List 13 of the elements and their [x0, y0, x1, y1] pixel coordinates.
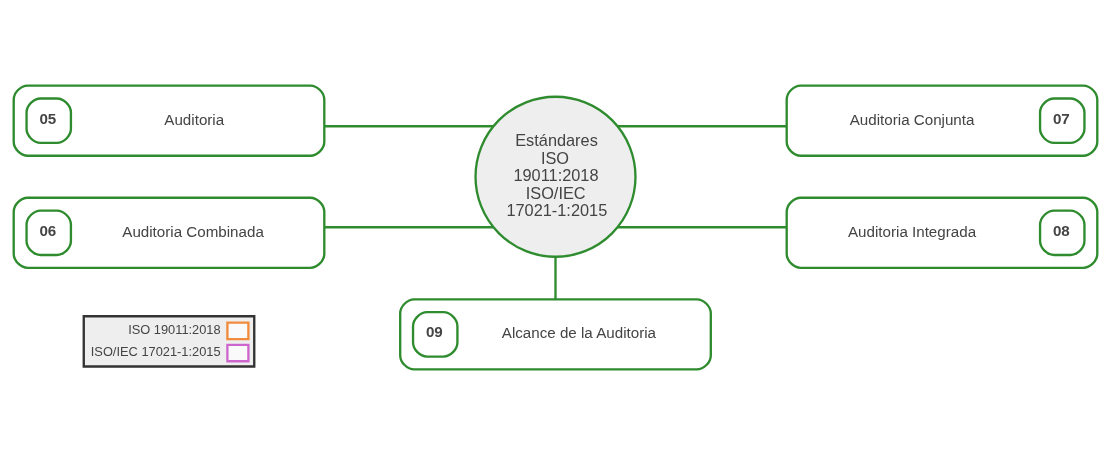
connector [324, 226, 494, 229]
connector [617, 226, 787, 229]
node-box: Auditoria Conjunta 07 [785, 84, 1099, 157]
legend-label: ISO 19011:2018 [128, 322, 221, 338]
node-circle: Estándares ISO 19011:2018 ISO/IEC 17021-1:2015 [474, 95, 637, 258]
legend-label: ISO/IEC 17021-1:2015 [90, 344, 221, 360]
node-box: Auditoria Integrada 08 [785, 196, 1099, 269]
node-box: 06 Auditoria Combinada [12, 196, 326, 269]
node-box: 05 Auditoria [12, 84, 326, 157]
connector [324, 125, 494, 128]
node-box: 09 Alcance de la Auditoria [399, 298, 712, 371]
connector [617, 125, 787, 128]
connector [554, 256, 557, 300]
